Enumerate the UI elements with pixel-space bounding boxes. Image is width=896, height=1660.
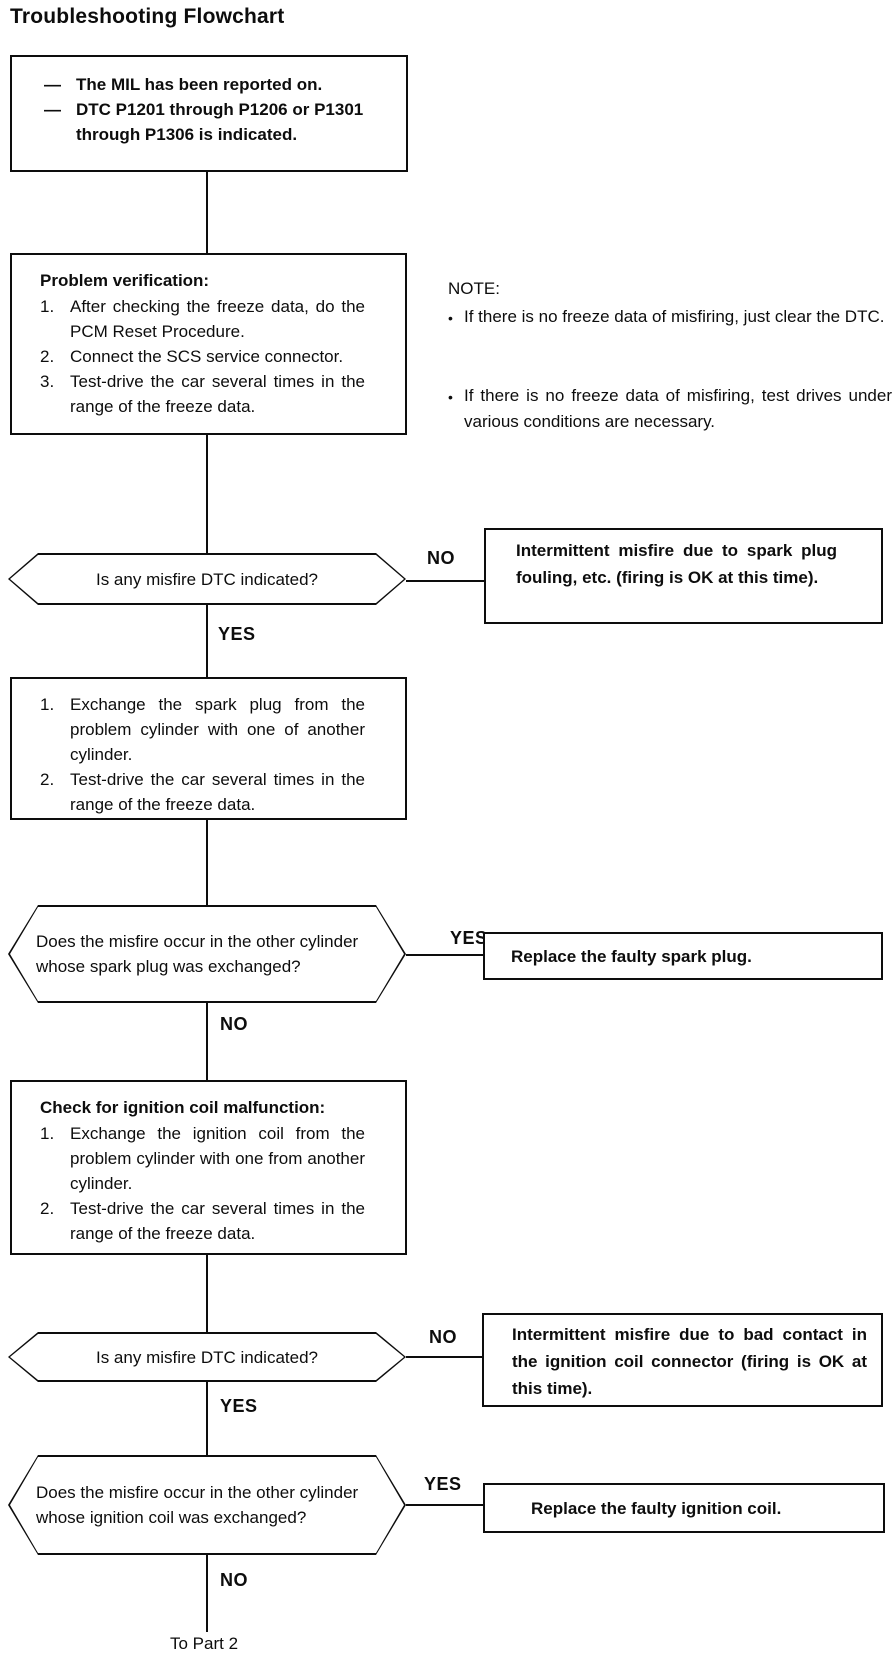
connector-line [206, 605, 208, 677]
spark-plug-exchange-box: 1. Exchange the spark plug from the prob… [10, 677, 407, 820]
decision-other-cylinder-coil: Does the misfire occur in the other cyli… [8, 1455, 406, 1555]
decision-misfire-dtc-2: Is any misfire DTC indicated? [8, 1332, 406, 1382]
result-coil-contact-box: Intermittent misfire due to bad contact … [482, 1313, 883, 1407]
step-text: Exchange the spark plug from the problem… [70, 695, 365, 764]
connector-line [206, 172, 208, 253]
result-spark-fouling-box: Intermittent misfire due to spark plug f… [484, 528, 883, 624]
step-number: 2. [40, 347, 55, 366]
connector-line [406, 954, 483, 956]
branch-label-no: NO [220, 1570, 248, 1590]
step-number: 2. [40, 770, 55, 789]
branch-label-yes: YES [220, 1396, 258, 1416]
result-replace-ignition-coil-box: Replace the faulty ignition coil. [483, 1483, 885, 1533]
step: 3. Test-drive the car several times in t… [40, 369, 393, 419]
step-number: 2. [40, 1199, 55, 1218]
decision-other-cylinder-spark: Does the misfire occur in the other cyli… [8, 905, 406, 1003]
branch-label-yes: YES [218, 624, 256, 644]
decision-shape [10, 1457, 404, 1553]
start-condition-box: — The MIL has been reported on. — DTC P1… [10, 55, 408, 172]
decision-shape [10, 907, 404, 1001]
branch-label-no: NO [427, 548, 455, 568]
note-block: NOTE: • If there is no freeze data of mi… [448, 276, 892, 435]
box-header: Problem verification: [40, 271, 210, 290]
connector-line [206, 1255, 208, 1332]
bullet-icon: • [448, 389, 453, 405]
note-label: NOTE: [448, 279, 500, 298]
decision-question: Is any misfire DTC indicated? [95, 569, 319, 589]
start-item: — The MIL has been reported on. [44, 72, 382, 97]
connector-line [406, 1356, 482, 1358]
step-text: Connect the SCS service connector. [70, 347, 344, 366]
decision-shape [10, 1334, 404, 1380]
start-item: — DTC P1201 through P1206 or P1301 throu… [44, 97, 382, 147]
branch-label-yes: YES [450, 928, 488, 948]
branch-label-no: NO [220, 1014, 248, 1034]
step: 2. Test-drive the car several times in t… [40, 767, 393, 817]
step: 2. Test-drive the car several times in t… [40, 1196, 393, 1246]
start-item-text: DTC P1201 through P1206 or P1301 through… [76, 100, 364, 144]
page-title: Troubleshooting Flowchart [10, 5, 285, 28]
note-text: If there is no freeze data of misfiring,… [464, 386, 892, 431]
step-number: 3. [40, 372, 55, 391]
step-text: Exchange the ignition coil from the prob… [70, 1124, 365, 1193]
note-text: If there is no freeze data of misfiring,… [464, 307, 885, 326]
decision-question: Is any misfire DTC indicated? [95, 1347, 319, 1367]
step: 1. Exchange the spark plug from the prob… [40, 692, 393, 767]
bullet-icon: • [448, 310, 453, 326]
step-text: Test-drive the car several times in the … [70, 372, 365, 416]
step-number: 1. [40, 1124, 55, 1143]
dash-bullet: — [44, 75, 61, 94]
step: 2. Connect the SCS service connector. [40, 344, 393, 369]
step: 1. Exchange the ignition coil from the p… [40, 1121, 393, 1196]
step: 1. After checking the freeze data, do th… [40, 294, 393, 344]
connector-line [206, 435, 208, 553]
branch-label-yes: YES [424, 1474, 462, 1494]
connector-line [206, 820, 208, 905]
connector-line [206, 1003, 208, 1080]
step-text: Test-drive the car several times in the … [70, 1199, 365, 1243]
connector-line [206, 1555, 208, 1632]
decision-shape [10, 555, 404, 603]
branch-label-no: NO [429, 1327, 457, 1347]
step-number: 1. [40, 297, 55, 316]
step-text: Test-drive the car several times in the … [70, 770, 365, 814]
note-bullet: • If there is no freeze data of misfirin… [448, 304, 892, 331]
connector-line [406, 580, 486, 582]
step-number: 1. [40, 695, 55, 714]
box-header: Check for ignition coil malfunction: [40, 1098, 326, 1117]
ignition-coil-check-box: Check for ignition coil malfunction: 1. … [10, 1080, 407, 1255]
connector-line [406, 1504, 483, 1506]
note-bullet: • If there is no freeze data of misfirin… [448, 383, 892, 435]
result-replace-spark-plug-box: Replace the faulty spark plug. [483, 932, 883, 980]
step-text: After checking the freeze data, do the P… [70, 297, 365, 341]
dash-bullet: — [44, 100, 61, 119]
decision-misfire-dtc-1: Is any misfire DTC indicated? [8, 553, 406, 605]
decision-question: Does the misfire occur in the other cyli… [36, 932, 359, 976]
connector-line [206, 1382, 208, 1455]
to-part-2-label: To Part 2 [170, 1634, 239, 1653]
decision-question: Does the misfire occur in the other cyli… [36, 1483, 359, 1527]
start-item-text: The MIL has been reported on. [76, 75, 323, 94]
problem-verification-box: Problem verification: 1. After checking … [10, 253, 407, 435]
